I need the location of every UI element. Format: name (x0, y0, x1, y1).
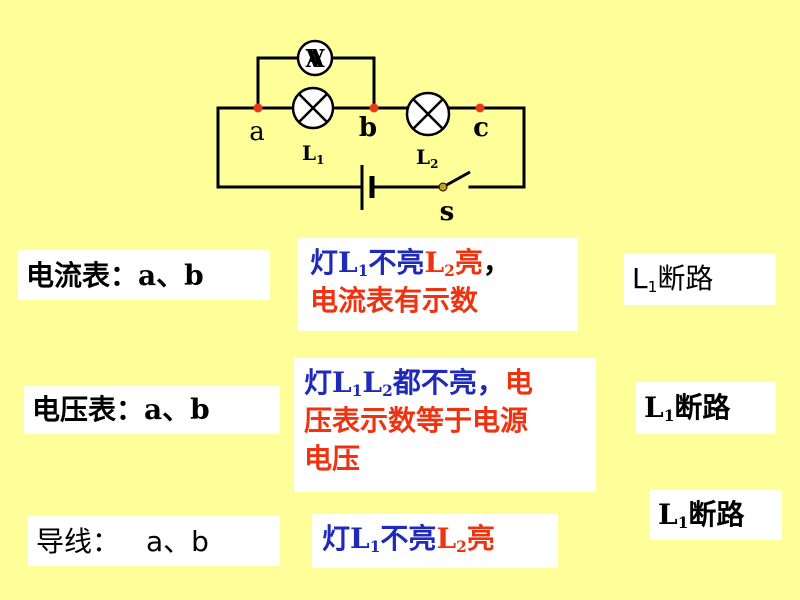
row1-desc-box: 灯L1不亮L2亮， 电流表有示数 (298, 238, 578, 331)
row1-result: L1断路 (632, 262, 714, 296)
battery-icon (360, 165, 375, 210)
row1-result-box: L1断路 (624, 253, 776, 305)
row2-desc-box: 灯L1L2都不亮，电 压表示数等于电源 电压 (294, 358, 596, 492)
node-b-dot (369, 103, 379, 113)
lamp-l2-label: L2 (416, 145, 438, 171)
row2-desc: 灯L1L2都不亮，电 压表示数等于电源 电压 (304, 366, 533, 475)
row2-result: L1断路 (644, 391, 731, 425)
row1-desc: 灯L1不亮L2亮， 电流表有示数 (310, 246, 511, 317)
switch-icon (438, 170, 471, 192)
lamp-l1-label: L1 (302, 141, 324, 167)
row1-label: 电流表：a、b (26, 259, 204, 292)
row3-result: L1断路 (658, 498, 745, 532)
node-b-label: b (359, 113, 377, 143)
row3-label: 导线：a、b (36, 525, 209, 558)
node-c-dot (475, 103, 485, 113)
lamp-l1-icon (291, 86, 335, 130)
node-c-label: c (473, 113, 489, 143)
row3-desc: 灯L1不亮L2亮 (322, 522, 495, 556)
switch-label: s (440, 197, 455, 227)
row3-label-box: 导线：a、b (28, 516, 280, 566)
meter-symbol: A V (296, 39, 334, 77)
lamp-l2-icon (405, 91, 451, 137)
row2-result-box: L1断路 (636, 382, 776, 434)
row3-result-box: L1断路 (650, 490, 782, 540)
row3-desc-box: 灯L1不亮L2亮 (312, 514, 558, 568)
row2-label-box: 电压表：a、b (24, 386, 280, 434)
meter-letter-a: A (305, 44, 325, 73)
node-a-dot (253, 103, 263, 113)
row2-label: 电压表：a、b (32, 393, 210, 426)
node-a-label: a (249, 117, 265, 147)
row1-label-box: 电流表：a、b (18, 250, 270, 300)
meter-letter-v: V (305, 44, 325, 73)
